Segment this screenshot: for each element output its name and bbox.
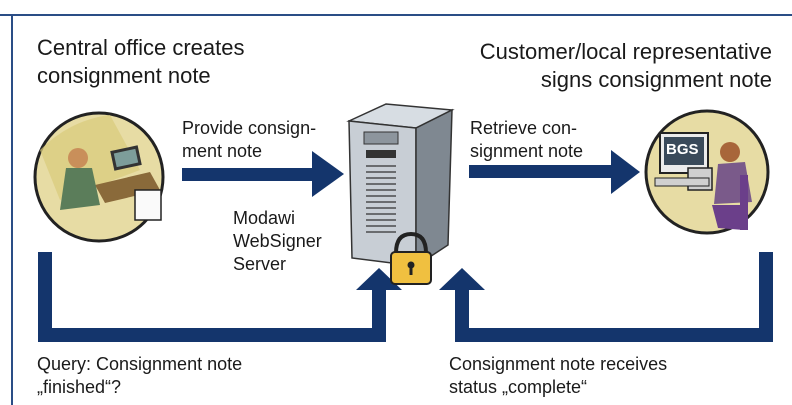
customer-worker-icon [644, 109, 770, 235]
frame-left-border [11, 14, 13, 405]
central-office-title-line2: consignment note [37, 63, 211, 88]
server-label-line1: Modawi [233, 208, 296, 228]
server-icon [346, 103, 455, 268]
central-office-title-line1: Central office creates [37, 35, 245, 60]
customer-title-line2: signs consignment note [540, 67, 772, 92]
office-worker-icon [33, 111, 165, 243]
status-label-line2: status „complete“ [449, 377, 588, 397]
query-label-line1: Query: Consignment note [37, 354, 243, 374]
retrieve-label-line2: signment note [470, 141, 584, 161]
server-label-line2: WebSigner [233, 231, 322, 251]
provide-label-line1: Provide consign- [182, 118, 317, 138]
arrow-query-loop [38, 252, 402, 342]
monitor-text: BGS [666, 141, 699, 158]
arrow-status-loop [439, 252, 773, 342]
customer-title-line1: Customer/local representative [479, 39, 772, 64]
frame-top-border [0, 14, 792, 16]
retrieve-label-line1: Retrieve con- [470, 118, 578, 138]
padlock-icon [390, 231, 432, 285]
arrow-provide [182, 151, 344, 197]
server-label-line3: Server [233, 254, 287, 274]
query-label-line2: „finished“? [37, 377, 122, 397]
arrow-retrieve [469, 150, 640, 194]
provide-label-line2: ment note [182, 141, 263, 161]
status-label-line1: Consignment note receives [449, 354, 668, 374]
